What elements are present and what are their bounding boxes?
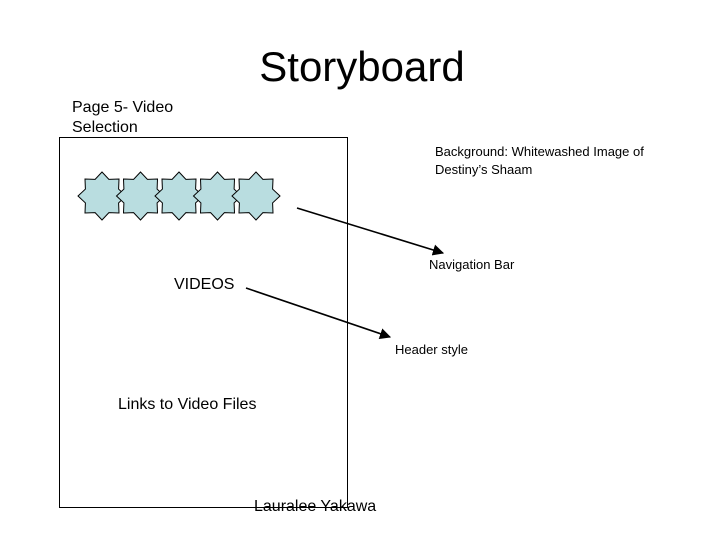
storyboard-title: Storyboard xyxy=(259,43,465,90)
videos-header-label: VIDEOS xyxy=(174,276,235,293)
background-annotation: Background: Whitewashed Image of Destiny… xyxy=(435,144,644,177)
page-mockup-frame xyxy=(59,137,348,508)
header-style-annotation: Header style xyxy=(395,342,468,357)
page-subtitle: Page 5- Video Selection xyxy=(72,99,174,136)
author-name: Lauralee Yakawa xyxy=(254,498,377,515)
video-links-label: Links to Video Files xyxy=(118,396,257,413)
navigation-bar-annotation: Navigation Bar xyxy=(429,257,515,272)
